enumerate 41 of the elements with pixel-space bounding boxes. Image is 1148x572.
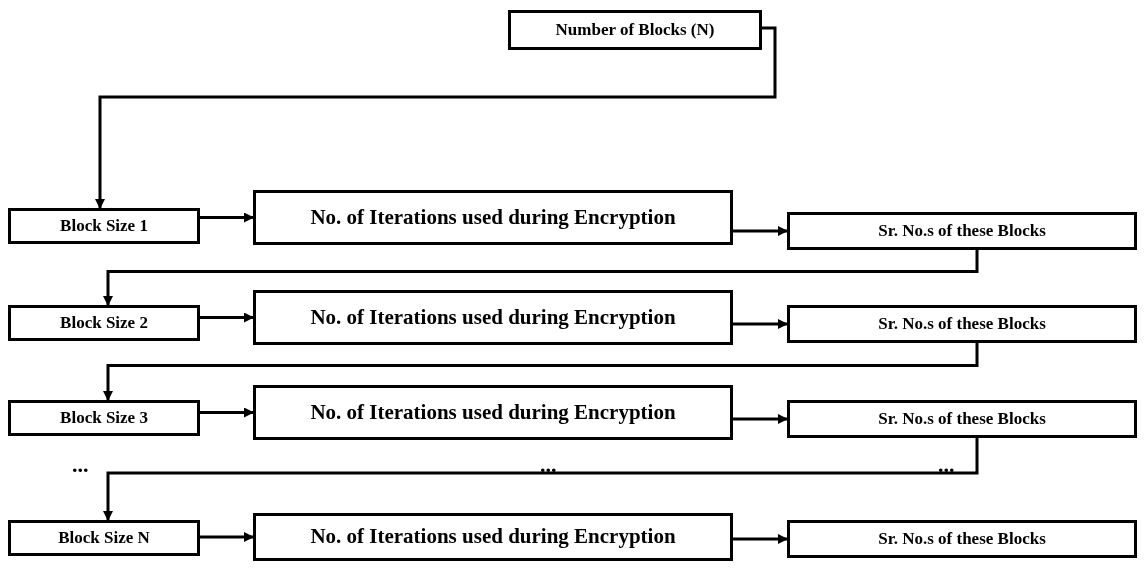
- process-box: [8, 400, 200, 436]
- process-box: [787, 212, 1137, 250]
- arrow: [103, 343, 979, 401]
- ellipsis-label: ...: [938, 452, 955, 478]
- process-box: [253, 513, 733, 561]
- box-label: Sr. No.s of these Blocks: [878, 221, 1046, 241]
- process-box: [8, 305, 200, 341]
- arrow: [200, 407, 254, 418]
- process-box: [787, 520, 1137, 558]
- box-label: Sr. No.s of these Blocks: [878, 529, 1046, 549]
- box-label: Block Size 1: [60, 216, 148, 236]
- process-box: [253, 290, 733, 345]
- box-label: Sr. No.s of these Blocks: [878, 314, 1046, 334]
- box-label: Number of Blocks (N): [555, 20, 715, 40]
- box-label: No. of Iterations used during Encryption: [310, 205, 676, 230]
- arrow: [733, 534, 788, 544]
- arrow: [103, 438, 979, 521]
- arrow: [200, 312, 254, 323]
- arrow: [733, 414, 788, 424]
- box-label: Block Size 3: [60, 408, 148, 428]
- process-box: [8, 208, 200, 244]
- arrow: [103, 250, 979, 306]
- process-box: [253, 190, 733, 245]
- ellipsis-label: ...: [72, 452, 89, 478]
- box-label: No. of Iterations used during Encryption: [310, 525, 676, 549]
- arrow: [733, 319, 788, 329]
- box-label: Block Size N: [58, 528, 150, 548]
- process-box: [787, 305, 1137, 343]
- box-label: No. of Iterations used during Encryption: [310, 305, 676, 330]
- process-box: [253, 385, 733, 440]
- process-box: [8, 520, 200, 556]
- process-box: [787, 400, 1137, 438]
- ellipsis-label: ...: [540, 452, 557, 478]
- process-box: [508, 10, 762, 50]
- box-label: No. of Iterations used during Encryption: [310, 400, 676, 425]
- arrow: [95, 26, 777, 209]
- arrow: [200, 532, 254, 542]
- arrow: [200, 212, 254, 223]
- box-label: Block Size 2: [60, 313, 148, 333]
- box-label: Sr. No.s of these Blocks: [878, 409, 1046, 429]
- arrow: [733, 226, 788, 236]
